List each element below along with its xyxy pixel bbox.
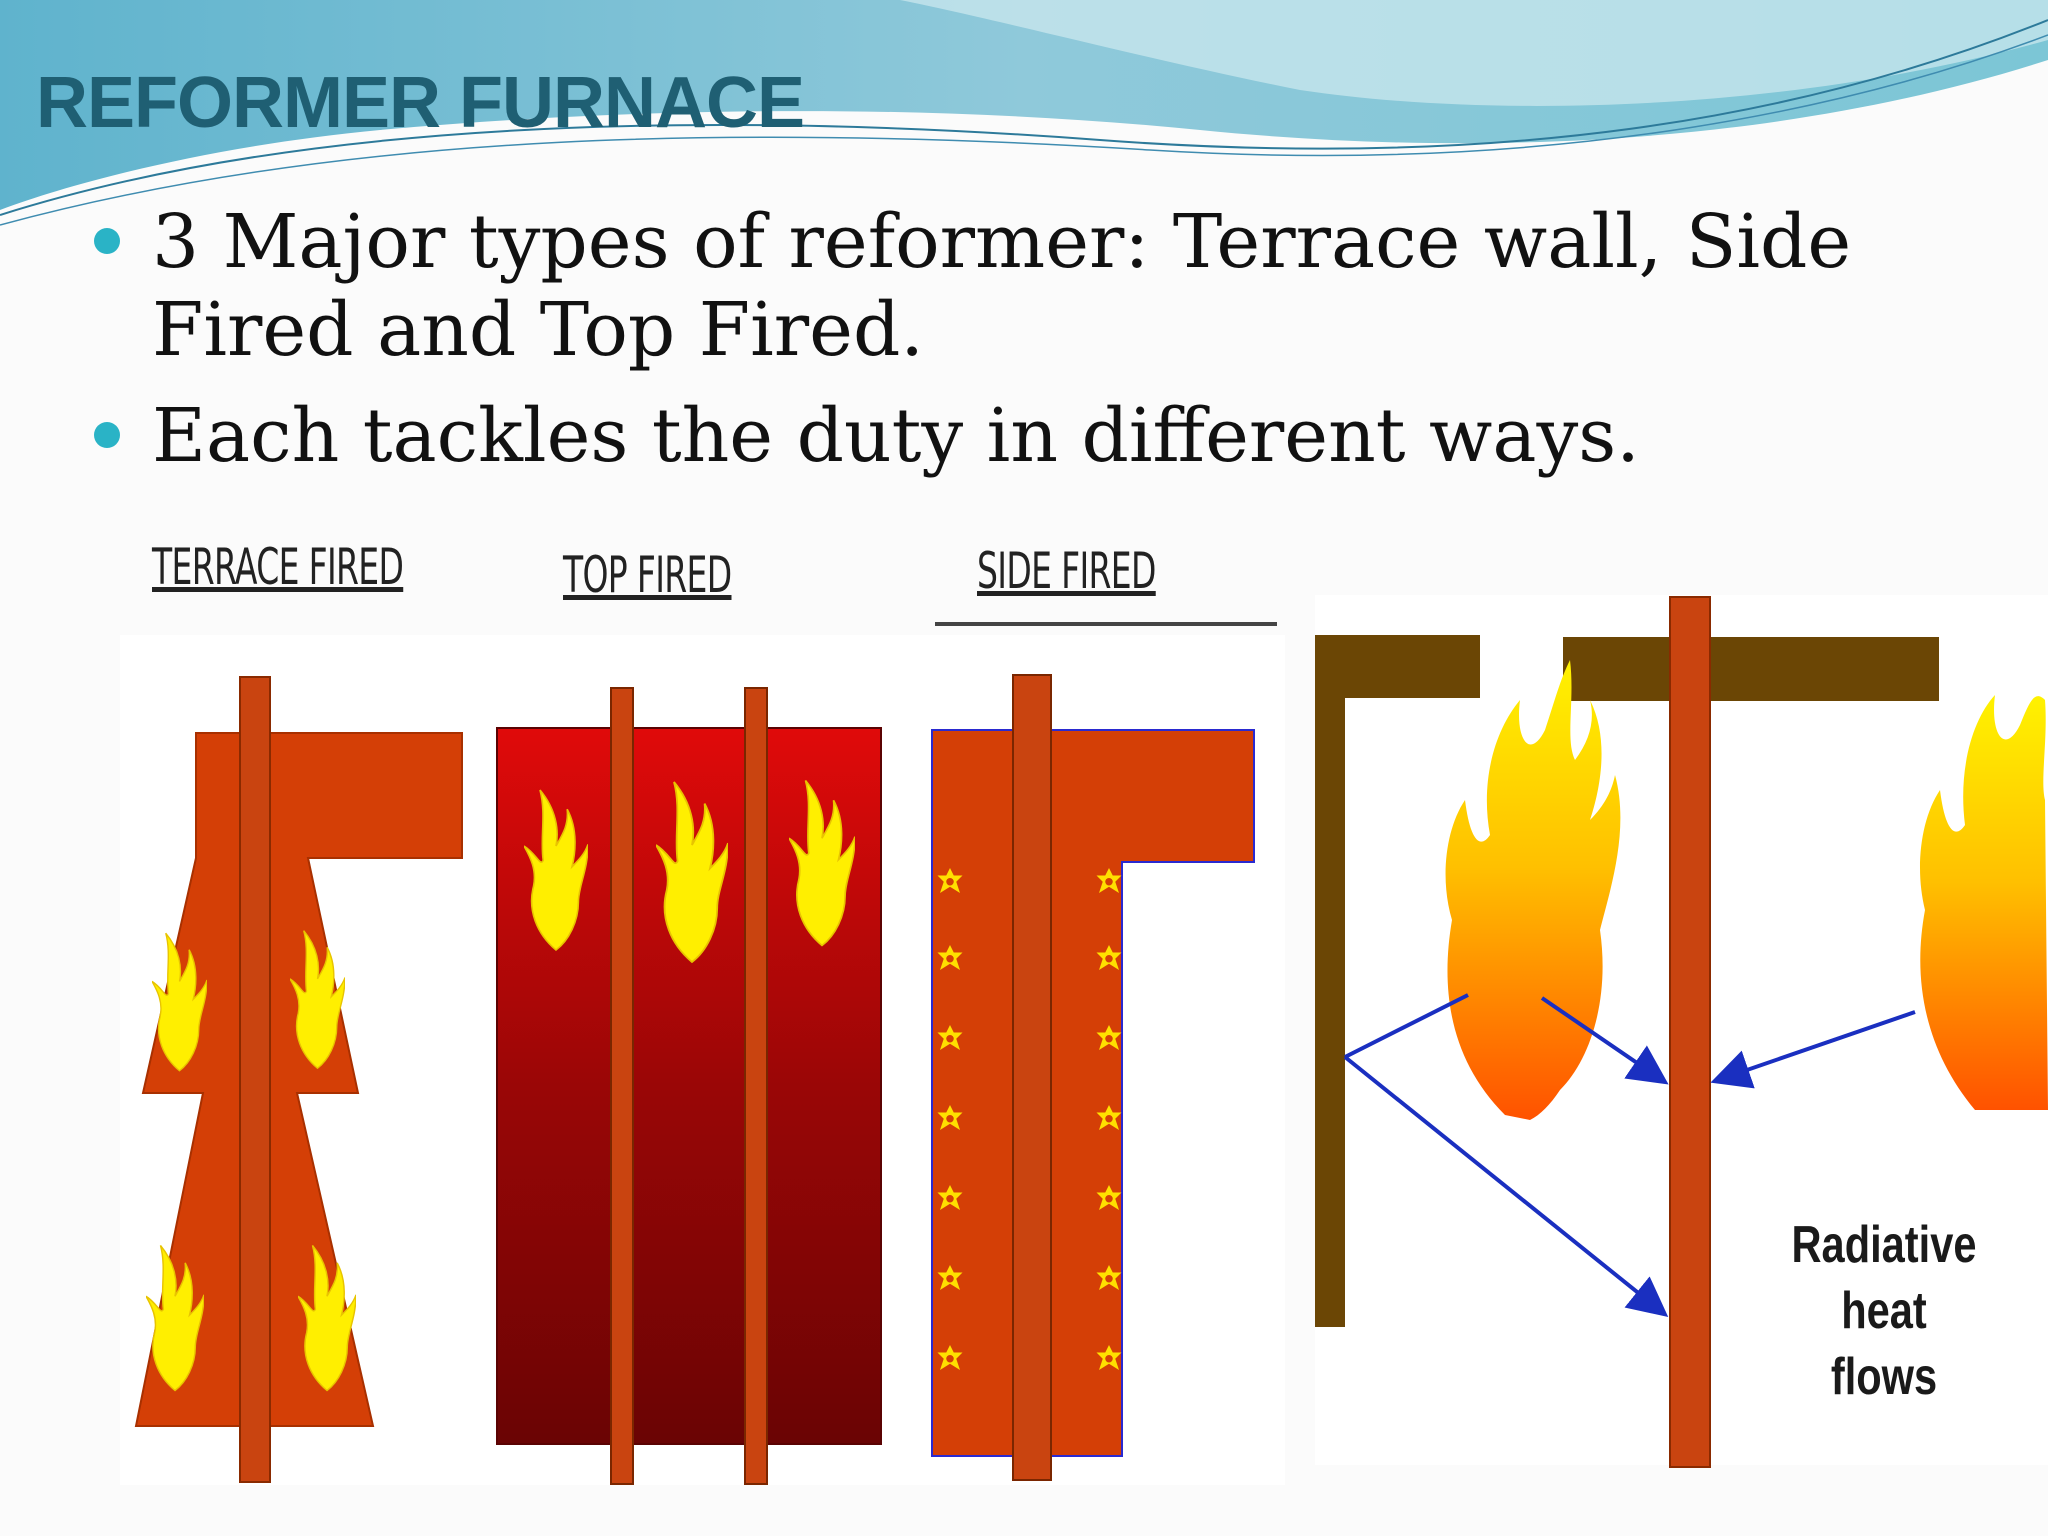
caption-line: heat flows	[1830, 1282, 1938, 1406]
slide-title: REFORMER FURNACE	[36, 63, 805, 143]
top-fired-diagram	[496, 687, 882, 1485]
header-wave-background	[0, 0, 2048, 226]
radiative-heat-caption: Radiative heat flows	[1785, 1212, 1983, 1410]
bullet-dot-icon	[94, 228, 120, 254]
bullet-text: 3 Major types of reformer: Terrace wall,…	[152, 199, 1852, 373]
caption-line: Radiative	[1791, 1216, 1977, 1274]
bullet-item: 3 Major types of reformer: Terrace wall,…	[90, 198, 1990, 374]
bullet-text: Each tackles the duty in different ways.	[152, 393, 1640, 479]
bullet-dot-icon	[94, 422, 120, 448]
radiative-heat-diagram	[1315, 596, 2048, 1468]
label-side-fired: SIDE FIRED	[977, 542, 1156, 600]
terrace-fired-diagram	[134, 676, 463, 1483]
bullet-item: Each tackles the duty in different ways.	[90, 392, 1990, 480]
side-fired-diagram	[931, 622, 1277, 1481]
bullet-list: 3 Major types of reformer: Terrace wall,…	[90, 198, 1990, 498]
label-terrace-fired: TERRACE FIRED	[152, 538, 404, 596]
label-top-fired: TOP FIRED	[563, 546, 732, 604]
